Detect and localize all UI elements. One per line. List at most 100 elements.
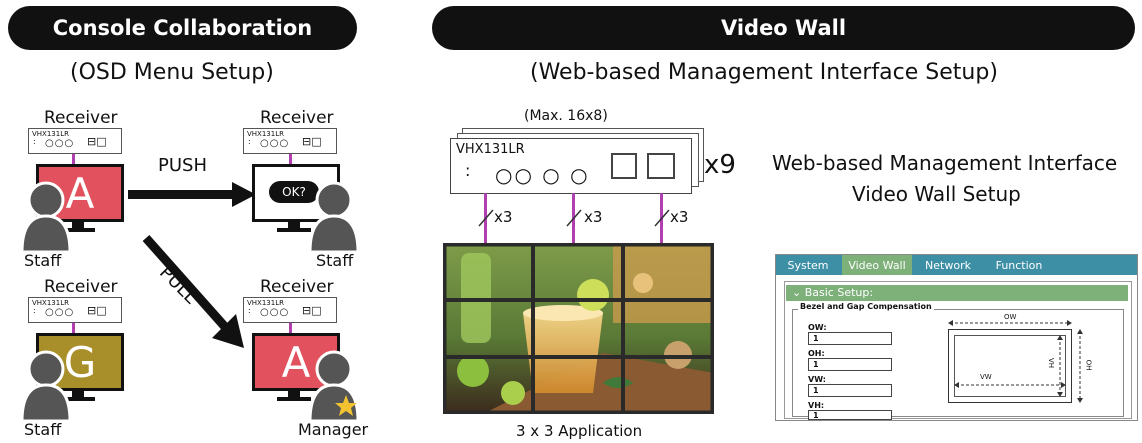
web-ui-tab-bar: System Video Wall Network Function <box>776 255 1137 275</box>
ow-dimension-arrow <box>948 320 1072 326</box>
web-management-subtitle: (Web-based Management Interface Setup) <box>530 60 998 85</box>
receiver-device-bottom-right: VHX131LR : ○○○ ⊟□ <box>243 297 337 323</box>
push-arrow-icon <box>128 182 256 207</box>
vw-dimension-arrow <box>954 382 1066 388</box>
receiver-device-bottom-left: VHX131LR : ○○○ ⊟□ <box>28 297 122 323</box>
push-label: PUSH <box>158 155 207 176</box>
knobs-icon: ○○ ○ ○ <box>495 163 590 187</box>
vw-diagram-label: VW <box>980 373 992 381</box>
indicator-dots: : <box>248 306 251 315</box>
monitor-stand <box>72 391 84 398</box>
connector-line <box>289 154 292 164</box>
receiver-model: VHX131LR <box>456 142 525 157</box>
video-wall-banner: Video Wall <box>432 6 1135 50</box>
ow-field-label: OW: <box>808 323 827 332</box>
basic-setup-header[interactable]: ⌄ Basic Setup: <box>786 285 1128 301</box>
monitor-base <box>277 397 311 401</box>
vh-diagram-label: VH <box>1047 357 1056 369</box>
indicator-dots: : <box>33 137 36 146</box>
staff-label-top-right: Staff <box>316 251 354 270</box>
drink-photo-illustration <box>442 242 715 415</box>
ow-input[interactable]: 1 <box>808 332 892 345</box>
person-icon <box>20 350 72 421</box>
ports-icon: ⊟□ <box>87 304 107 317</box>
indicator-dots: : <box>33 306 36 315</box>
link-slash-icon <box>478 209 494 227</box>
monitor-base <box>61 397 95 401</box>
receiver-model: VHX131LR <box>32 130 69 138</box>
vh-field-label: VH: <box>808 401 825 410</box>
knobs-icon: ○○○ <box>260 138 290 149</box>
web-interface-title-line1: Web-based Management Interface <box>772 151 1118 175</box>
connector-line <box>72 154 75 164</box>
web-ui-content-frame <box>784 281 1132 419</box>
web-interface-title-line2: Video Wall Setup <box>852 182 1021 206</box>
console-collaboration-banner: Console Collaboration <box>8 6 357 50</box>
wall-caption: 3 x 3 Application <box>516 422 643 440</box>
receiver-label-bottom-right: Receiver <box>260 277 334 297</box>
basic-setup-label: Basic Setup: <box>804 286 874 299</box>
monitor-letter: A <box>281 337 311 387</box>
osd-menu-subtitle: (OSD Menu Setup) <box>70 60 274 85</box>
link-slash-icon <box>654 209 670 227</box>
tab-video-wall[interactable]: Video Wall <box>842 255 912 275</box>
video-wall-image <box>442 242 715 415</box>
vh-input[interactable]: 1 <box>808 410 892 420</box>
oh-input[interactable]: 1 <box>808 358 892 371</box>
monitor-letter: A <box>65 168 95 218</box>
tab-function[interactable]: Function <box>995 258 1043 272</box>
indicator-dots: : <box>248 137 251 146</box>
monitor-base <box>61 228 95 232</box>
receiver-label-top-right: Receiver <box>260 108 334 128</box>
link-count-label: x3 <box>670 208 689 226</box>
link-count-label: x3 <box>494 208 513 226</box>
monitor-stand <box>288 391 300 398</box>
knobs-icon: ○○○ <box>45 138 75 149</box>
monitor-letter: G <box>63 337 97 387</box>
receiver-label-bottom-left: Receiver <box>44 277 118 297</box>
max-size-label: (Max. 16x8) <box>524 108 608 124</box>
receiver-label-top-left: Receiver <box>44 108 118 128</box>
tab-system[interactable]: System <box>787 258 829 272</box>
multiplier-label: x9 <box>704 150 736 180</box>
web-ui-screenshot: System Video Wall Network Function ⌄ Bas… <box>775 254 1138 421</box>
ports-icon: ⊟□ <box>302 135 322 148</box>
receiver-device-top-right: VHX131LR : ○○○ ⊟□ <box>243 128 337 154</box>
person-icon <box>308 181 360 252</box>
monitor-stand <box>72 222 84 229</box>
bezel-group-title: Bezel and Gap Compensation <box>798 302 934 311</box>
manager-person-icon <box>308 350 360 421</box>
connector-line <box>289 323 292 333</box>
ports-icon <box>611 153 637 179</box>
knobs-icon: ○○○ <box>45 307 75 318</box>
receiver-device-top-left: VHX131LR : ○○○ ⊟□ <box>28 128 122 154</box>
tab-network[interactable]: Network <box>925 258 971 272</box>
link-count-label: x3 <box>584 208 603 226</box>
receiver-model: VHX131LR <box>247 130 284 138</box>
receiver-model: VHX131LR <box>32 299 69 307</box>
ow-diagram-label: OW <box>1002 313 1019 321</box>
bezel-diagram-inner <box>954 335 1066 397</box>
staff-label-bottom-left: Staff <box>24 420 62 439</box>
indicator-dots: : <box>465 161 471 180</box>
ethernet-port-icon <box>647 153 675 179</box>
vw-field-label: VW: <box>808 375 826 384</box>
monitor-base <box>277 228 311 232</box>
monitor-stand <box>288 222 300 229</box>
ok-bubble: OK? <box>269 181 319 203</box>
manager-label: Manager <box>298 420 369 439</box>
receiver-model: VHX131LR <box>247 299 284 307</box>
link-slash-icon <box>566 209 582 227</box>
connector-line <box>72 323 75 333</box>
vh-dimension-arrow <box>1057 335 1063 397</box>
ports-icon: ⊟□ <box>302 304 322 317</box>
knobs-icon: ○○○ <box>260 307 290 318</box>
receiver-device-large: VHX131LR : ○○ ○ ○ <box>450 138 692 194</box>
oh-diagram-label: OH <box>1084 359 1093 371</box>
bezel-group-box <box>792 309 1124 417</box>
person-icon <box>20 181 72 252</box>
oh-dimension-arrow <box>1077 329 1083 403</box>
vw-input[interactable]: 1 <box>808 384 892 397</box>
ports-icon: ⊟□ <box>87 135 107 148</box>
staff-label-top-left: Staff <box>24 251 62 270</box>
